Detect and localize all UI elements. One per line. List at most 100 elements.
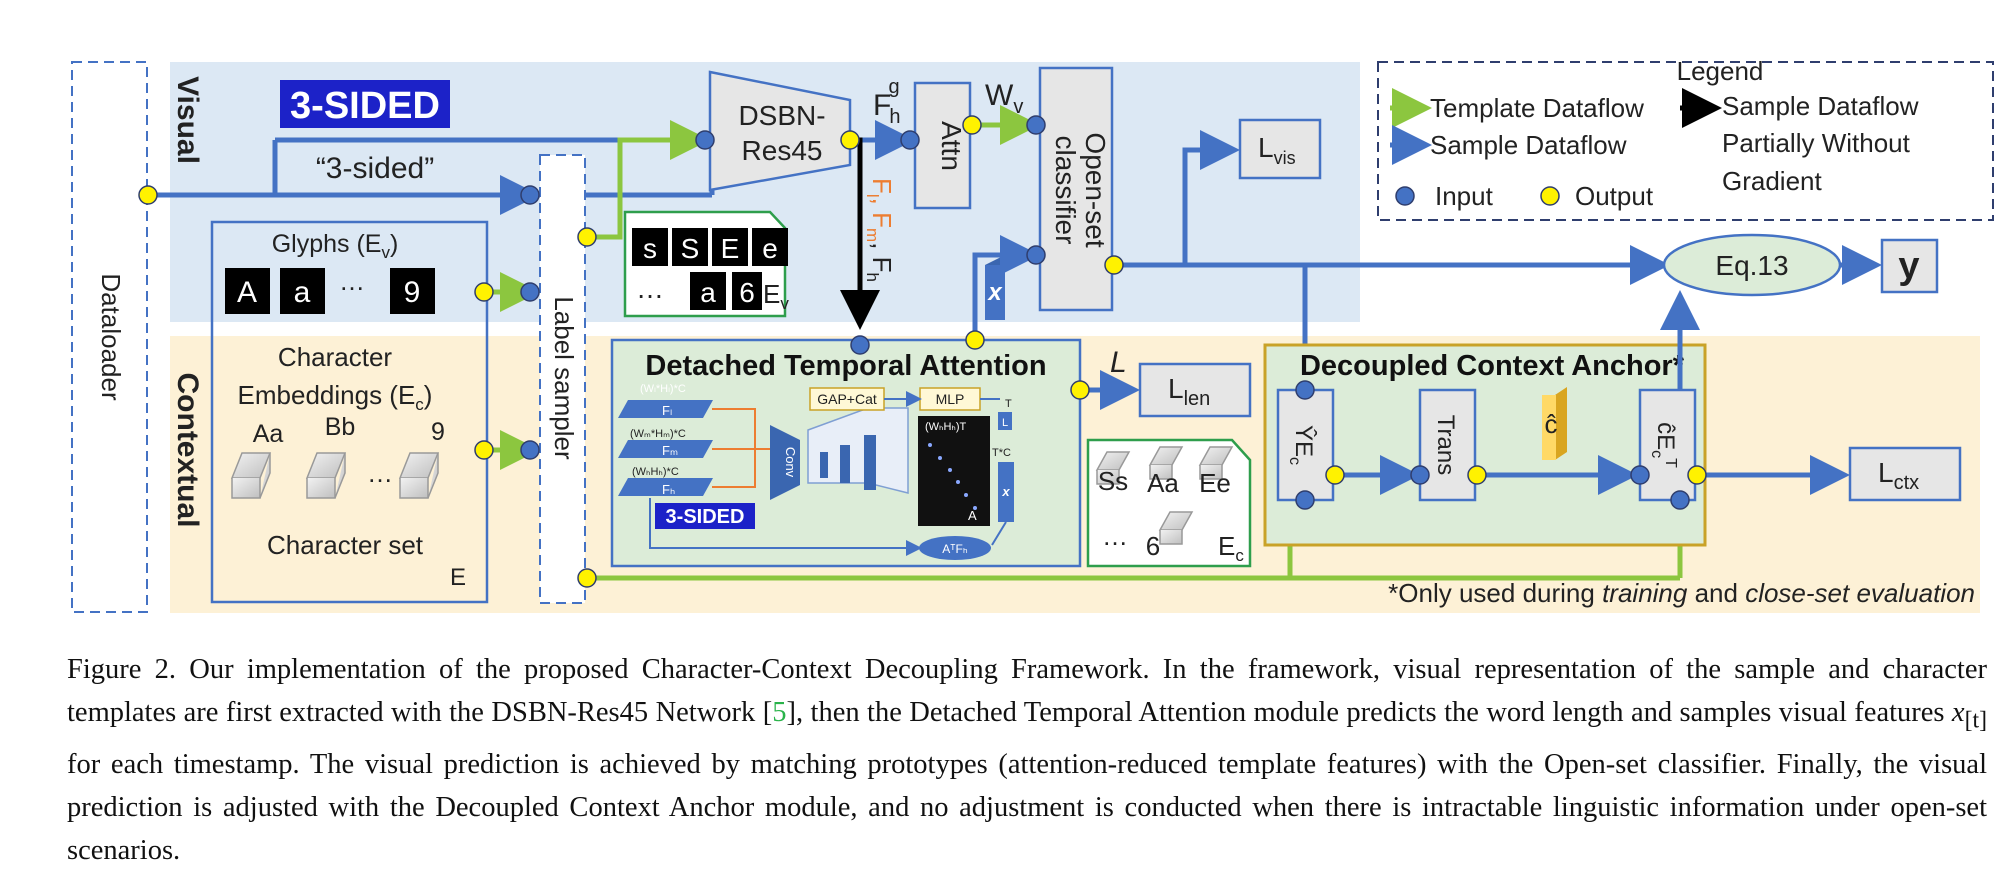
lvis-box bbox=[1238, 118, 1322, 180]
dta-dim-2: (Wₘ*Hₘ)*C bbox=[630, 428, 686, 440]
ev-tile-E: E bbox=[721, 233, 740, 264]
dta-dim-1: (Wₗ*Hₗ)*C bbox=[640, 383, 686, 395]
sample-label-text: “3-sided” bbox=[316, 152, 434, 185]
glyph-tile-a bbox=[280, 268, 325, 314]
dta-dim-3: (WₕHₕ)*C bbox=[632, 466, 679, 478]
dta-tc: T*C bbox=[992, 447, 1011, 459]
caption-part1: Our implementation of the proposed Chara… bbox=[67, 654, 1987, 728]
dsbn-res45-block bbox=[708, 70, 852, 192]
legend-output-dot bbox=[1540, 186, 1560, 206]
label-sampler-label: Label sampler bbox=[549, 296, 579, 460]
caption-xt: x bbox=[1951, 697, 1965, 728]
legend-template: Template Dataflow bbox=[1430, 93, 1644, 123]
caption-xt-sub: [t] bbox=[1964, 707, 1987, 734]
trans-label: Trans bbox=[1432, 415, 1459, 475]
y-label: y bbox=[1898, 245, 1919, 287]
ev-symbol: Ev bbox=[763, 279, 789, 313]
ec-cubes bbox=[1095, 446, 1234, 545]
char-embeddings-title2: Embeddings (Ec) bbox=[238, 380, 433, 414]
character-set-box bbox=[210, 220, 489, 604]
dta-gapcat-label: GAP+Cat bbox=[817, 391, 877, 407]
c-hat-label: ĉ bbox=[1545, 409, 1558, 439]
legend-partial1: Sample Dataflow bbox=[1722, 91, 1919, 121]
glyph-tile-A-text: A bbox=[237, 276, 257, 309]
sample-image bbox=[280, 80, 450, 128]
character-set-symbol: E bbox=[450, 564, 466, 591]
dta-t: T bbox=[1005, 398, 1012, 410]
glyphs-title: Glyphs (Ev) bbox=[272, 230, 399, 262]
dta-feat-fl: Fₗ bbox=[662, 403, 672, 418]
open-set-classifier bbox=[1038, 66, 1114, 312]
legend-input: Input bbox=[1435, 181, 1494, 211]
dta-img-text: 3-SIDED bbox=[666, 506, 745, 528]
legend-output: Output bbox=[1575, 181, 1654, 211]
legend-input-dot bbox=[1395, 186, 1415, 206]
dta-x: x bbox=[1001, 484, 1010, 499]
glyph-tile-A bbox=[225, 268, 270, 314]
L-label: L bbox=[1110, 346, 1127, 379]
lvis-label: Lvis bbox=[1258, 132, 1296, 168]
openset-line1: Open-set bbox=[1080, 132, 1111, 247]
dsbn-line1: DSBN- bbox=[738, 100, 825, 131]
output-dots bbox=[138, 115, 1707, 588]
legend-sample: Sample Dataflow bbox=[1430, 130, 1627, 160]
label-sampler-box bbox=[539, 154, 586, 604]
emb-label-Aa: Aa bbox=[253, 420, 284, 448]
caption-figure-number: Figure 2. bbox=[67, 654, 177, 685]
llen-box bbox=[1138, 362, 1252, 418]
fusion-labels: Fl, Fm, Fh bbox=[863, 178, 897, 282]
dta-title: Detached Temporal Attention bbox=[645, 350, 1046, 382]
glyph-ellipsis: … bbox=[339, 266, 365, 296]
openset-line2: classifier bbox=[1050, 136, 1081, 245]
ev-tile-a: a bbox=[700, 277, 716, 308]
training-note: *Only used during training and close-set… bbox=[1388, 578, 1975, 608]
legend-title: Legend bbox=[1677, 56, 1764, 86]
ev-tile-S: S bbox=[681, 233, 700, 264]
caption-part2: ], then the Detached Temporal Attention … bbox=[786, 697, 1952, 728]
lctx-label: Lctx bbox=[1878, 457, 1919, 494]
dataloader-label: Dataloader bbox=[96, 273, 126, 401]
emb-label-Bb: Bb bbox=[325, 413, 356, 441]
dataloader-box bbox=[71, 61, 148, 613]
caption-citation-link[interactable]: 5 bbox=[772, 697, 787, 728]
dta-inner: (Wₗ*Hₗ)*C (Wₘ*Hₘ)*C (WₕHₕ)*C Fₗ Fₘ Fₕ Co… bbox=[618, 383, 1014, 560]
dta-conv: Conv bbox=[783, 447, 798, 478]
ev-tile-e: e bbox=[762, 233, 778, 264]
embedding-cubes bbox=[230, 452, 440, 499]
ec-dots: … bbox=[1102, 521, 1128, 551]
cec-label: ĉEcT bbox=[1648, 422, 1679, 468]
legend-partial2: Partially Without bbox=[1722, 128, 1911, 158]
caption-part3: for each timestamp. The visual predictio… bbox=[67, 748, 1987, 866]
dta-feat-fm: Fₘ bbox=[662, 443, 678, 458]
eq13-label: Eq.13 bbox=[1715, 250, 1788, 281]
dta-map-dim: (WₕHₕ)T bbox=[925, 421, 967, 433]
ec-label-Ss: Ss bbox=[1098, 466, 1128, 496]
ec-label-Ee: Ee bbox=[1199, 468, 1231, 498]
lctx-box bbox=[1848, 446, 1962, 502]
trans-block bbox=[1418, 388, 1477, 502]
yec-label: ŶEc bbox=[1286, 425, 1317, 465]
c-hat-vector bbox=[1555, 387, 1567, 460]
ev-tile-6: 6 bbox=[739, 277, 755, 308]
glyph-tile-9-text: 9 bbox=[404, 276, 421, 309]
sample-image-text: 3-SIDED bbox=[290, 85, 440, 127]
attn-label: Attn bbox=[936, 121, 967, 171]
char-embeddings-title1: Character bbox=[278, 342, 392, 372]
ec-label-Aa: Aa bbox=[1147, 468, 1179, 498]
glyph-tile-9 bbox=[390, 268, 435, 314]
ev-tile-s: s bbox=[643, 233, 657, 264]
figure-caption: Figure 2. Our implementation of the prop… bbox=[67, 648, 1987, 872]
dta-attention-map bbox=[918, 416, 990, 526]
y-box bbox=[1880, 238, 1939, 294]
input-dots bbox=[520, 115, 1690, 510]
glyph-tile-a-text: a bbox=[294, 276, 311, 309]
x-feature-label: x bbox=[986, 279, 1003, 306]
visual-band-label: Visual bbox=[171, 76, 204, 164]
dta-atfh: AᵀFₕ bbox=[942, 542, 968, 556]
dca-title: Decoupled Context Anchor* bbox=[1300, 350, 1685, 382]
ec-six: 6 bbox=[1146, 531, 1160, 561]
llen-label: Llen bbox=[1168, 373, 1210, 410]
emb-label-9: 9 bbox=[431, 418, 445, 446]
dta-a: A bbox=[968, 508, 977, 523]
dta-l: L bbox=[1002, 417, 1008, 429]
